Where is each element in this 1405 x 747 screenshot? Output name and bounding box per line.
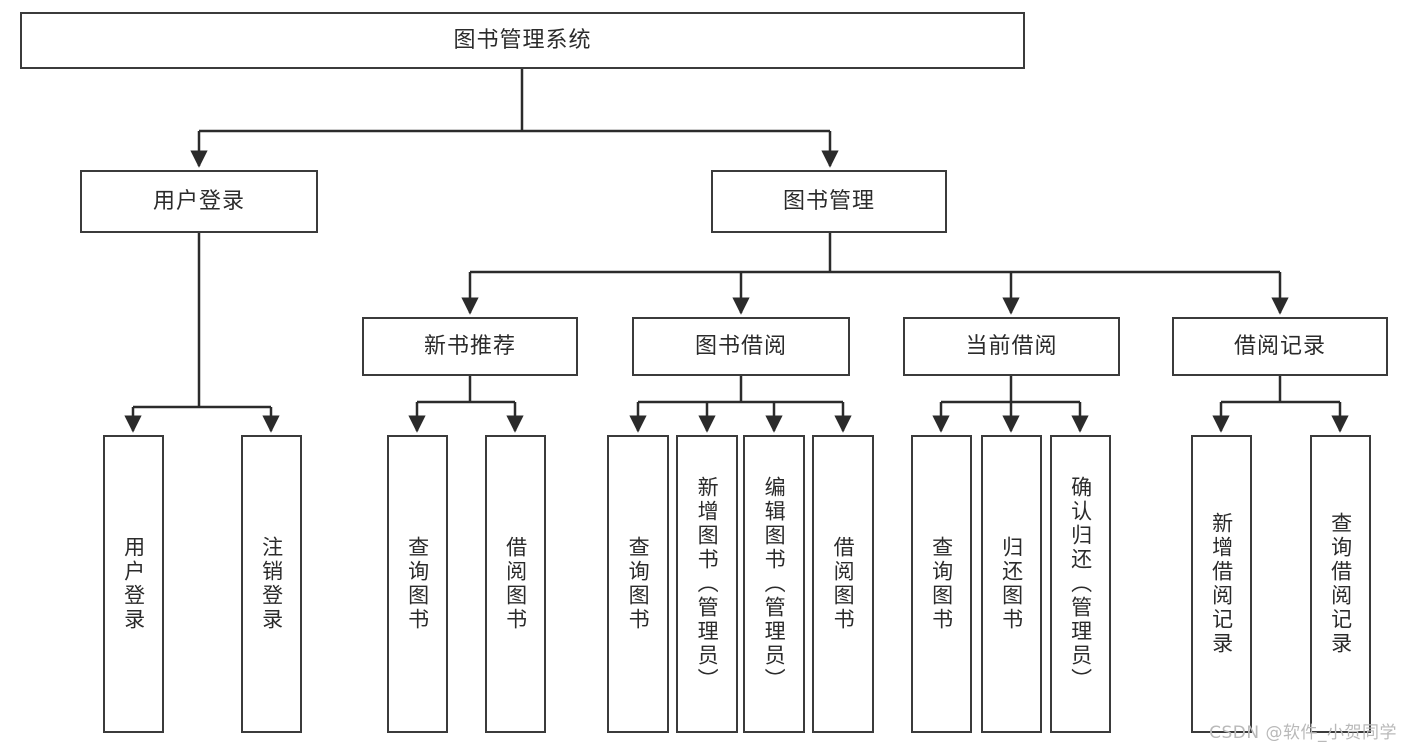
node-label: 借阅图书 xyxy=(831,536,856,632)
node-label: 图书借阅 xyxy=(694,333,787,359)
node-label: 当前借阅 xyxy=(965,333,1058,359)
node-label: 确认归还（管理员） xyxy=(1068,476,1093,692)
node-leaf-user-login[interactable]: 用户登录 xyxy=(103,435,164,733)
node-leaf-edit-book-admin[interactable]: 编辑图书（管理员） xyxy=(743,435,805,733)
node-user-login[interactable]: 用户登录 xyxy=(80,170,318,233)
node-label: 查询借阅记录 xyxy=(1328,512,1353,656)
node-label: 编辑图书（管理员） xyxy=(762,476,787,692)
csdn-watermark: CSDN @软件_小贺同学 xyxy=(1209,723,1397,743)
node-leaf-query-book-current[interactable]: 查询图书 xyxy=(911,435,972,733)
node-borrow-record[interactable]: 借阅记录 xyxy=(1172,317,1388,376)
node-label: 查询图书 xyxy=(929,536,954,632)
node-book-borrow[interactable]: 图书借阅 xyxy=(632,317,850,376)
node-label: 新增借阅记录 xyxy=(1209,512,1234,656)
node-label: 借阅图书 xyxy=(503,536,528,632)
node-new-book-recommend[interactable]: 新书推荐 xyxy=(362,317,578,376)
node-leaf-borrow-book-recommend[interactable]: 借阅图书 xyxy=(485,435,546,733)
node-label: 图书管理 xyxy=(782,188,875,214)
node-root-book-management-system[interactable]: 图书管理系统 xyxy=(20,12,1025,69)
node-label: 查询图书 xyxy=(405,536,430,632)
node-label: 新增图书（管理员） xyxy=(695,476,720,692)
node-label: 注销登录 xyxy=(259,536,284,632)
node-leaf-add-borrow-record[interactable]: 新增借阅记录 xyxy=(1191,435,1252,733)
node-leaf-borrow-book[interactable]: 借阅图书 xyxy=(812,435,874,733)
node-leaf-logout[interactable]: 注销登录 xyxy=(241,435,302,733)
node-current-borrow[interactable]: 当前借阅 xyxy=(903,317,1120,376)
node-label: 查询图书 xyxy=(626,536,651,632)
node-leaf-query-book-borrow[interactable]: 查询图书 xyxy=(607,435,669,733)
node-label: 图书管理系统 xyxy=(453,27,592,53)
node-label: 用户登录 xyxy=(152,188,245,214)
node-leaf-confirm-return-admin[interactable]: 确认归还（管理员） xyxy=(1050,435,1111,733)
node-label: 用户登录 xyxy=(121,536,146,632)
node-label: 借阅记录 xyxy=(1233,333,1326,359)
node-label: 归还图书 xyxy=(999,536,1024,632)
node-book-management[interactable]: 图书管理 xyxy=(711,170,947,233)
node-label: 新书推荐 xyxy=(423,333,516,359)
node-leaf-query-book-recommend[interactable]: 查询图书 xyxy=(387,435,448,733)
node-leaf-add-book-admin[interactable]: 新增图书（管理员） xyxy=(676,435,738,733)
node-leaf-query-borrow-record[interactable]: 查询借阅记录 xyxy=(1310,435,1371,733)
node-leaf-return-book[interactable]: 归还图书 xyxy=(981,435,1042,733)
